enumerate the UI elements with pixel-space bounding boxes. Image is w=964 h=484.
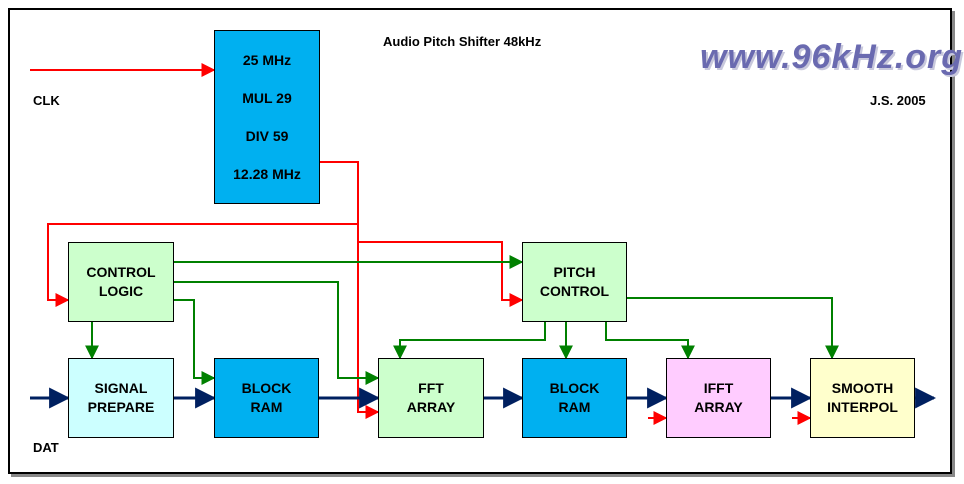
dat-label: DAT — [33, 440, 59, 455]
block-label: ARRAY — [406, 399, 456, 415]
block-label: ARRAY — [694, 399, 743, 415]
diagram-title: Audio Pitch Shifter 48kHz — [383, 34, 542, 49]
pitch-control-block: PITCH CONTROL — [522, 242, 627, 322]
block-ram-2: BLOCK RAM — [522, 358, 627, 438]
block-label: SIGNAL — [94, 380, 148, 396]
clk-label: CLK — [33, 93, 60, 108]
block-label: INTERPOL — [827, 399, 898, 415]
block-label: BLOCK — [549, 380, 600, 396]
clk-to-control-logic — [47, 223, 358, 307]
pitch-to-fft — [393, 320, 546, 360]
signal-prepare-block: SIGNAL PREPARE — [68, 358, 174, 438]
block-label: CONTROL — [539, 283, 610, 299]
block-label: LOGIC — [98, 283, 144, 299]
clock-divider: DIV 59 — [245, 127, 289, 144]
brand-watermark: www.96kHz.org — [700, 38, 964, 76]
clk-to-pitch-control — [358, 241, 524, 307]
clock-output-freq: 12.28 MHz — [233, 165, 301, 182]
clock-generator-block: 25 MHz MUL 29 DIV 59 12.28 MHz — [214, 30, 320, 204]
author-label: J.S. 2005 — [870, 93, 926, 108]
smooth-interpol-block: SMOOTH INTERPOL — [810, 358, 915, 438]
pitch-to-ifft — [605, 320, 695, 360]
block-label: SMOOTH — [831, 380, 894, 396]
block-label: RAM — [558, 399, 591, 415]
clk-out-to-fft — [319, 161, 380, 419]
diagram-frame — [8, 8, 952, 474]
clock-input-freq: 25 MHz — [242, 51, 292, 68]
block-ram-1: BLOCK RAM — [214, 358, 319, 438]
fft-array-block: FFT ARRAY — [378, 358, 484, 438]
control-logic-block: CONTROL LOGIC — [68, 242, 174, 322]
block-label: IFFT — [703, 380, 734, 396]
ifft-array-block: IFFT ARRAY — [666, 358, 771, 438]
ctrl-to-ram1 — [174, 299, 216, 385]
block-label: BLOCK — [241, 380, 292, 396]
block-label: RAM — [250, 399, 283, 415]
clock-multiplier: MUL 29 — [242, 89, 292, 106]
block-label: CONTROL — [86, 264, 156, 280]
block-label: PREPARE — [87, 399, 155, 415]
block-label: FFT — [418, 380, 444, 396]
ctrl-to-fft — [174, 281, 380, 385]
block-label: PITCH — [553, 264, 596, 280]
pitch-to-smooth — [626, 297, 839, 360]
